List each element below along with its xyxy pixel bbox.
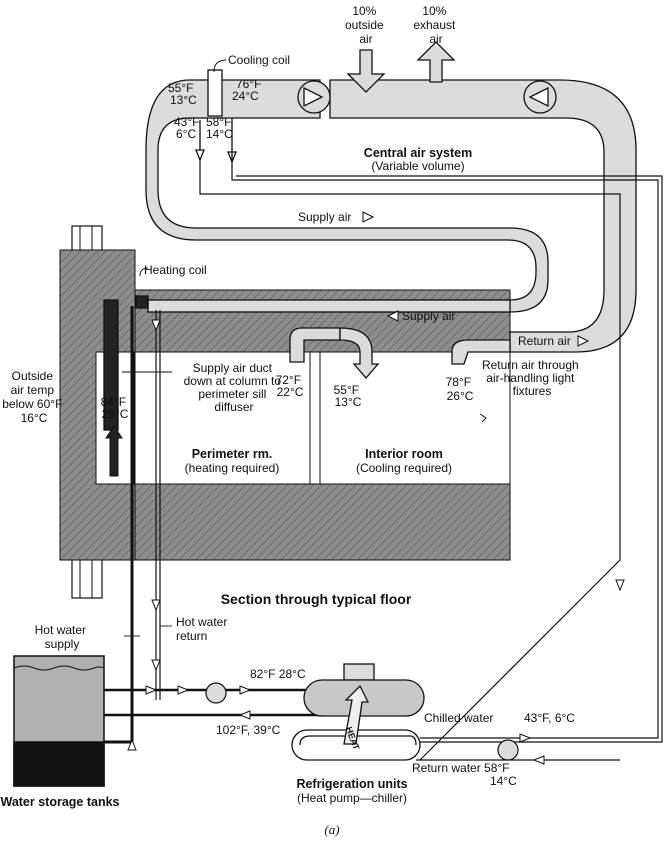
temp-102f-label: 102°F, 39°C <box>216 723 281 737</box>
outside-air-inlet <box>346 49 386 93</box>
exhaust-air-label: 10% exhaust air <box>413 4 458 46</box>
lower-slab <box>134 483 511 561</box>
return-grille <box>451 339 511 365</box>
text-layer: 10% outside air 10% exhaust air Cooling … <box>0 4 590 837</box>
flow-arrows <box>127 319 625 765</box>
tank-cold-zone <box>13 741 105 787</box>
temp-78f-label: 78°F 26°C <box>446 375 475 403</box>
central-air-ducts <box>103 41 637 431</box>
hot-water-return-label: Hot water return <box>176 615 231 643</box>
cooling-coil-label: Cooling coil <box>228 53 290 67</box>
building-section <box>59 225 511 599</box>
temp-43f-top-label: 43°F 6°C <box>174 115 203 141</box>
central-air-title: Central air system <box>364 146 472 160</box>
chilled-pump-icon <box>497 739 519 761</box>
pumps <box>205 682 519 761</box>
supply-air-mid-arrow-icon <box>386 310 399 322</box>
perimeter-room-subtitle: (heating required) <box>185 461 280 475</box>
chilled-water-label: Chilled water <box>424 711 493 725</box>
interior-room-subtitle: (Cooling required) <box>356 461 452 475</box>
rooms <box>134 351 511 485</box>
temp-58f-top-label: 58°F 14°C <box>206 115 235 141</box>
supply-duct-note: Supply air duct down at column to perime… <box>184 361 285 414</box>
diffuser-left <box>289 327 341 363</box>
leader-lines <box>122 59 487 637</box>
temp-76f-label: 76°F 24°C <box>232 77 265 103</box>
supply-air-top-arrow-icon <box>362 211 375 223</box>
partition-wall <box>309 351 321 485</box>
central-air-subtitle: (Variable volume) <box>371 159 464 173</box>
water-piping <box>100 150 663 761</box>
temp-14c-bottom-label: 14°C <box>490 774 517 788</box>
ceiling-supply-duct <box>147 299 511 313</box>
section-title: Section through typical floor <box>221 591 412 607</box>
water-storage-tanks <box>13 655 105 787</box>
perimeter-diffuser-arrow-icon <box>105 425 123 477</box>
return-air-note: Return air through air-handling light fi… <box>482 358 582 398</box>
chilled-water-supply-pipe <box>231 150 659 739</box>
condenser-pump-icon <box>205 682 227 704</box>
exhaust-outlet <box>416 41 456 83</box>
chilled-water-return-pipe <box>199 160 621 761</box>
interior-room-title: Interior room <box>365 447 443 461</box>
figure-caption: (a) <box>324 822 339 837</box>
return-air-arrow-icon <box>577 335 590 347</box>
heating-coil-label: Heating coil <box>144 263 207 277</box>
heat-arrow <box>343 684 370 745</box>
outside-air-label: 10% outside air <box>345 4 387 46</box>
temp-43f-bottom-label: 43°F, 6°C <box>524 711 575 725</box>
perimeter-room-title: Perimeter rm. <box>192 447 273 461</box>
temp-55f-label: 55°F 13°C <box>168 81 197 107</box>
supply-air-mid-label: Supply air <box>402 309 455 323</box>
return-duct-loop <box>329 79 637 353</box>
temp-84f-label: 84°F 29°C <box>101 395 130 421</box>
temp-55f-room-label: 55°F 13°C <box>334 383 363 409</box>
return-air-label: Return air <box>518 334 571 348</box>
refrigeration-subtitle: (Heat pump—chiller) <box>297 791 407 805</box>
outside-temp-label: Outside air temp below 60°F 16°C <box>2 369 66 425</box>
refrigeration-title: Refrigeration units <box>296 777 407 791</box>
tanks-title: Water storage tanks <box>0 795 119 809</box>
hot-water-supply-label: Hot water supply <box>35 623 90 651</box>
compressor-icon <box>343 663 375 681</box>
heating-coil <box>135 295 149 309</box>
return-water-label: Return water 58°F <box>412 761 510 775</box>
refrigeration-units <box>291 663 425 761</box>
diffuser-mid <box>339 327 380 379</box>
temp-72f-label: 72°F 22°C <box>276 373 305 399</box>
temp-82f-label: 82°F 28°C <box>250 667 306 681</box>
supply-air-top-label: Supply air <box>298 210 351 224</box>
